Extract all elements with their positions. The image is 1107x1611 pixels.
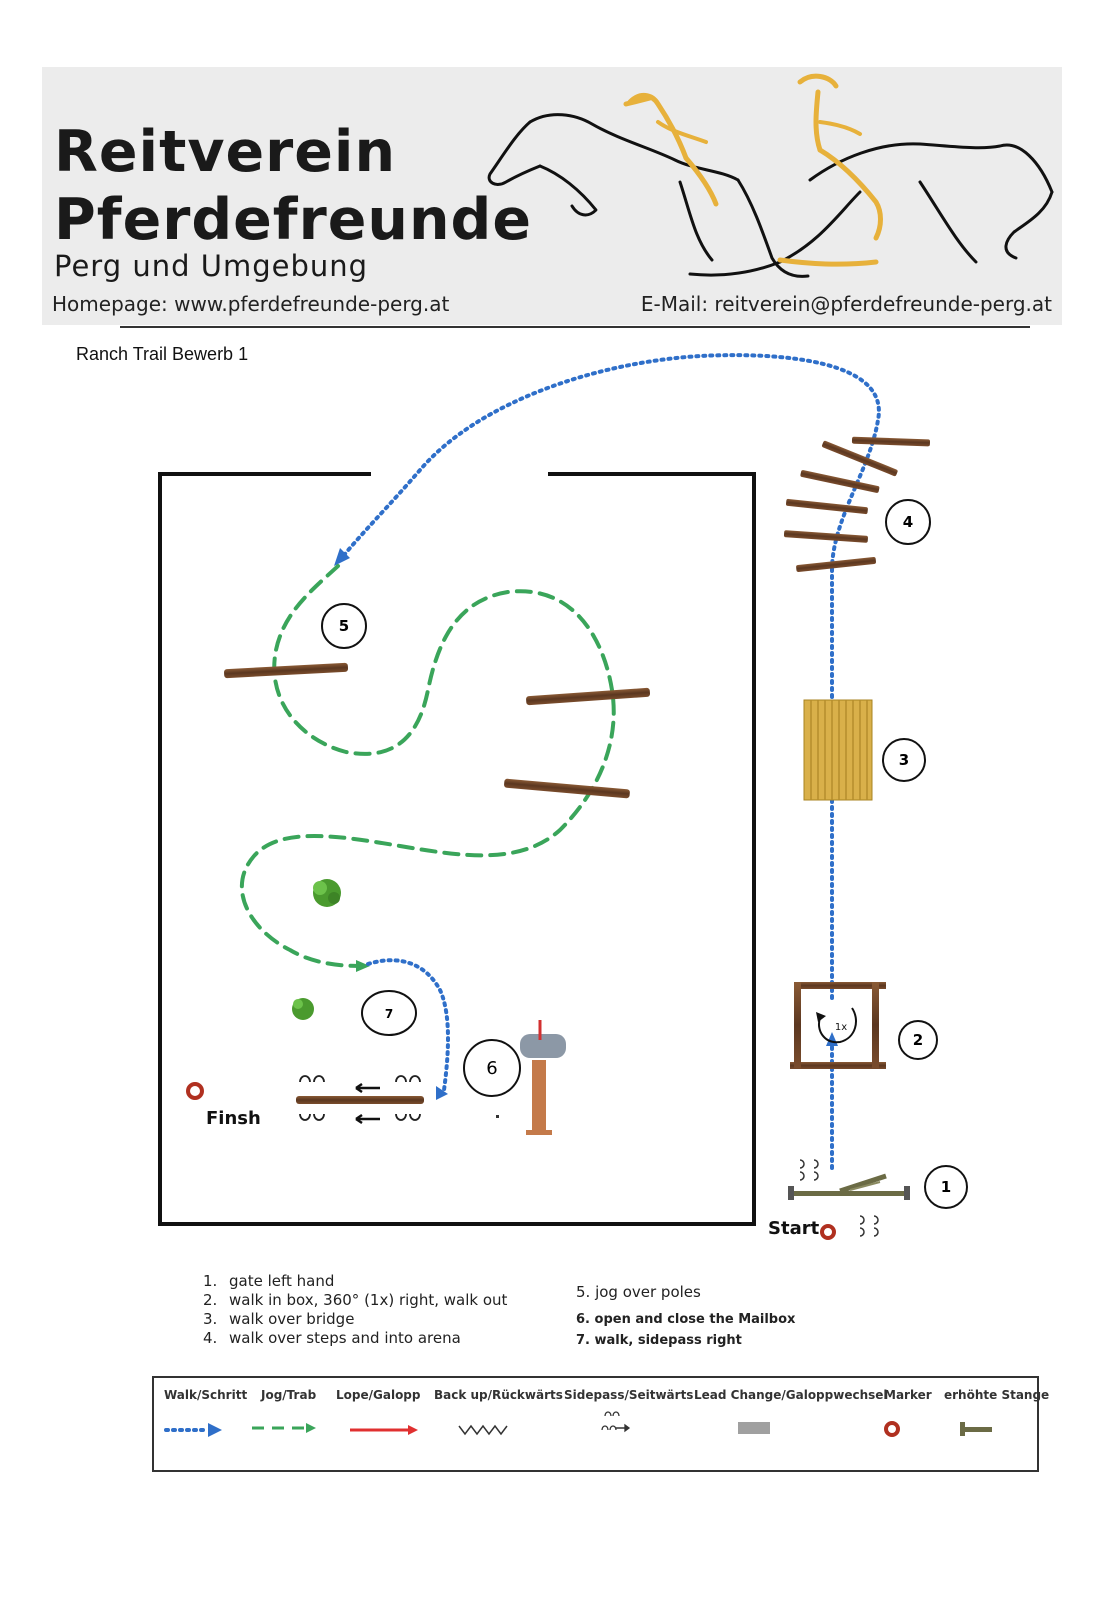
legend-backup: Back up/Rückwärts	[434, 1388, 563, 1402]
marker-6: 6	[463, 1039, 521, 1097]
instructions-left: 1.gate left hand 2.walk in box, 360° (1x…	[203, 1272, 507, 1348]
legend-symbols	[164, 1411, 992, 1437]
walk-arrowhead-top	[334, 548, 350, 566]
legend-marker: Marker	[884, 1388, 932, 1402]
marker-6-label: 6	[486, 1058, 497, 1079]
marker-1: 1	[924, 1165, 968, 1209]
bridge-obstacle	[803, 699, 873, 801]
instruction-2: 2.walk in box, 360° (1x) right, walk out	[203, 1291, 508, 1309]
jog-arrowhead	[356, 960, 370, 972]
zigzag-icon	[458, 1424, 508, 1436]
instruction-6: 6. open and close the Mailbox	[576, 1312, 796, 1327]
box-rotation-label: 1x	[835, 1022, 847, 1033]
instruction-5: 5. jog over poles	[576, 1283, 701, 1301]
legend-sidepass: Sidepass/Seitwärts	[564, 1388, 694, 1402]
marker-1-label: 1	[941, 1178, 951, 1196]
club-name-line3: Perg und Umgebung	[54, 249, 369, 283]
hoofprint-arrow-icon	[601, 1411, 631, 1433]
gray-bar-icon	[738, 1422, 770, 1434]
box-obstacle	[790, 982, 886, 1069]
steps-obstacle	[783, 436, 931, 572]
header-banner: Reitverein Pferdefreunde Perg und Umgebu…	[42, 67, 1062, 325]
sidepass-obstacle	[296, 1075, 424, 1125]
legend-lope: Lope/Galopp	[336, 1388, 421, 1402]
email-link[interactable]: E-Mail: reitverein@pferdefreunde-perg.at	[640, 292, 1052, 316]
instruction-4: 4.walk over steps and into arena	[203, 1329, 461, 1347]
club-name-line1: Reitverein	[54, 119, 397, 185]
start-marker	[820, 1224, 836, 1240]
instruction-3: 3.walk over bridge	[203, 1310, 355, 1328]
legend: Walk/Schritt Jog/Trab Lope/Galopp Back u…	[152, 1376, 1049, 1472]
marker-4-label: 4	[903, 513, 913, 531]
raised-pole-icon	[960, 1422, 992, 1436]
gate-hoofprints	[799, 1159, 879, 1237]
header-rule	[120, 326, 1030, 328]
gate-obstacle	[788, 1173, 910, 1200]
homepage-link[interactable]: Homepage: www.pferdefreunde-perg.at	[52, 292, 450, 316]
start-label: Start	[768, 1218, 820, 1239]
cone-ring-icon	[884, 1421, 900, 1437]
jog-path	[240, 564, 616, 968]
marker-7-label: 7	[385, 1007, 393, 1021]
instruction-1: 1.gate left hand	[203, 1272, 335, 1290]
marker-7: 7	[361, 990, 417, 1036]
legend-walk: Walk/Schritt	[164, 1388, 248, 1402]
dashed-arrow-icon	[252, 1423, 316, 1433]
marker-2-label: 2	[913, 1031, 923, 1049]
finish-marker	[186, 1082, 204, 1100]
legend-jog: Jog/Trab	[261, 1388, 317, 1402]
marker-2: 2	[898, 1020, 938, 1060]
instruction-7: 7. walk, sidepass right	[576, 1333, 742, 1348]
finish-label: Finsh	[206, 1108, 261, 1129]
solid-arrow-icon	[350, 1425, 418, 1435]
walk-arrowhead-sidepass	[436, 1086, 448, 1100]
walk-path-sidepass	[366, 958, 450, 1092]
dotted-arrow-icon	[164, 1423, 222, 1437]
horse-riders-logo	[487, 73, 1054, 278]
club-name-line2: Pferdefreunde	[54, 187, 532, 253]
marker-5: 5	[321, 603, 367, 649]
mailbox-obstacle	[496, 1020, 566, 1135]
page-title: Ranch Trail Bewerb 1	[76, 344, 249, 364]
jog-poles	[224, 662, 650, 799]
marker-3-label: 3	[899, 751, 909, 769]
arena-wall	[158, 472, 756, 1226]
marker-5-label: 5	[339, 617, 349, 635]
marker-3: 3	[882, 738, 926, 782]
legend-lead-change: Lead Change/Galoppwechsel	[694, 1388, 888, 1402]
bush-icon	[292, 998, 314, 1020]
marker-4: 4	[885, 499, 931, 545]
bush-icon	[313, 879, 341, 907]
legend-raised-pole: erhöhte Stange	[944, 1388, 1050, 1402]
